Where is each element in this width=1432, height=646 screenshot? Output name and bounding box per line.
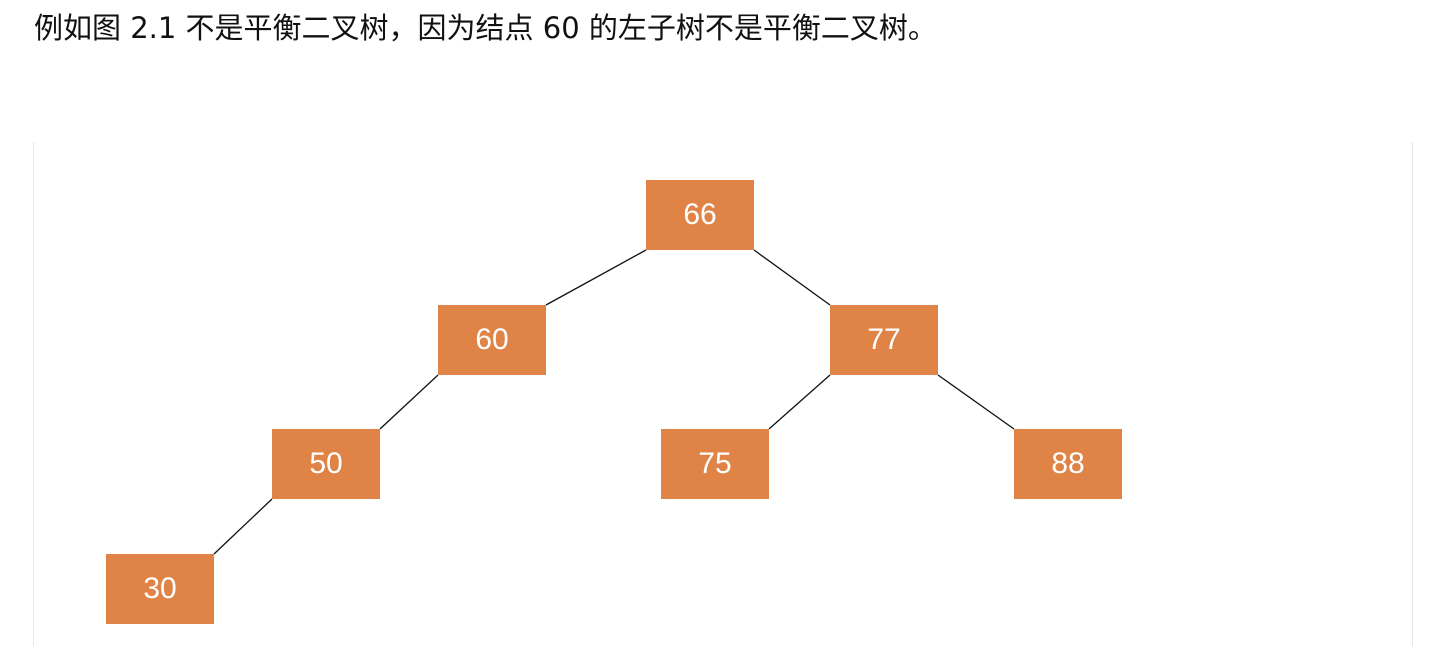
tree-node-right-left: 75 [661, 429, 769, 499]
tree-node-right: 77 [830, 305, 938, 375]
tree-node-right-right: 88 [1014, 429, 1122, 499]
tree-node-left: 60 [438, 305, 546, 375]
tree-node-root: 66 [646, 180, 754, 250]
figure-caption: 例如图 2.1 不是平衡二叉树，因为结点 60 的左子树不是平衡二叉树。 [34, 11, 937, 45]
tree-node-left-left-left: 30 [106, 554, 214, 624]
tree-node-left-left: 50 [272, 429, 380, 499]
